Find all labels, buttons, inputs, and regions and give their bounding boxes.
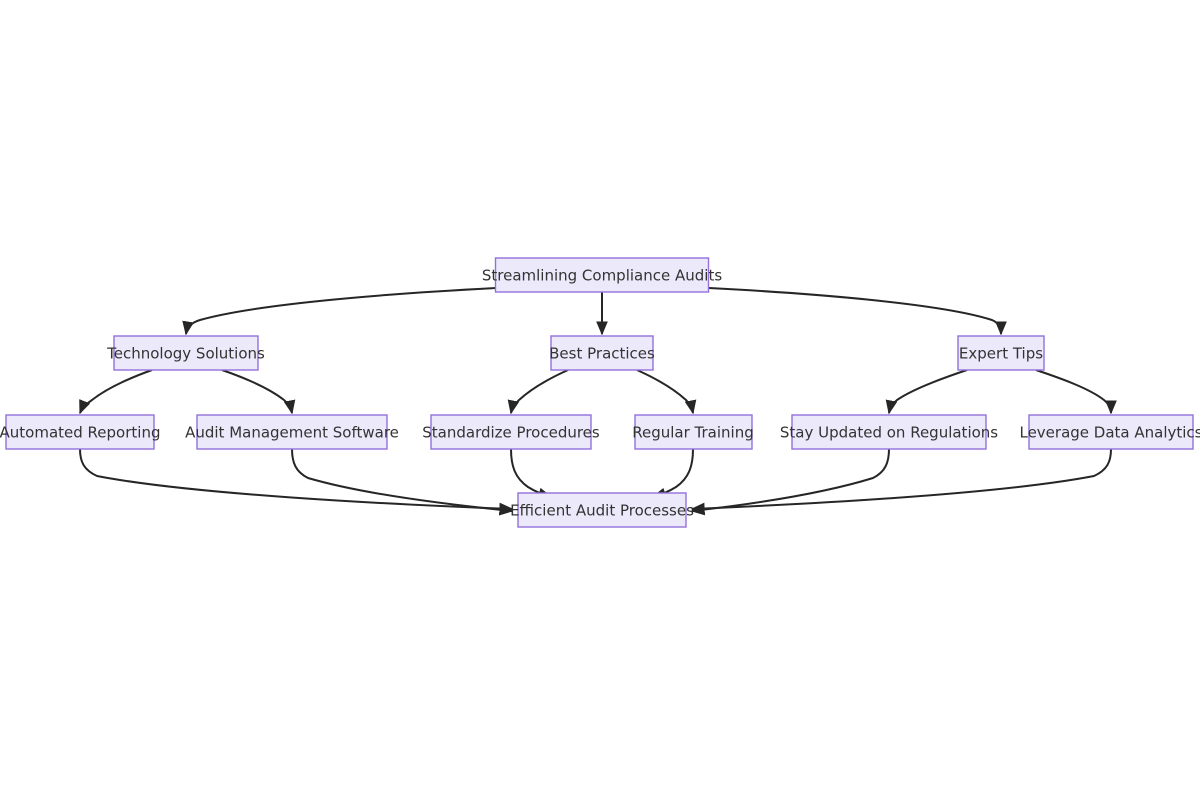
edge-audit-management-software-to-efficient-audit-processes [291,448,514,516]
edge-leverage-data-analytics-to-efficient-audit-processes [690,448,1112,515]
node-box-regular-training[interactable] [634,414,753,450]
node-stay-updated-on-regulations[interactable]: Stay Updated on Regulations [780,414,998,450]
node-label-audit-management-software: Audit Management Software [185,424,399,442]
node-label-automated-reporting: Automated Reporting [0,424,160,442]
edge-best-practices-to-standardize-procedures [507,369,569,415]
node-layer: Streamlining Compliance Audits Technolog… [0,257,1200,528]
edge-best-practices-to-regular-training [636,369,697,415]
node-automated-reporting[interactable]: Automated Reporting [0,414,160,450]
node-label-standardize-procedures: Standardize Procedures [422,424,600,442]
node-label-stay-updated-on-regulations: Stay Updated on Regulations [780,424,998,442]
node-box-automated-reporting[interactable] [5,414,155,450]
edge-standardize-procedures-to-efficient-audit-processes [510,448,553,500]
node-box-stay-updated-on-regulations[interactable] [791,414,987,450]
edge-root-to-technology-solutions [182,287,497,336]
node-label-efficient-audit-processes: Efficient Audit Processes [510,502,694,520]
node-regular-training[interactable]: Regular Training [632,414,754,450]
edge-expert-tips-to-leverage-data-analytics [1035,369,1117,415]
edge-regular-training-to-efficient-audit-processes [651,448,694,500]
node-audit-management-software[interactable]: Audit Management Software [185,414,399,450]
edge-layer [79,287,1117,516]
node-best-practices[interactable]: Best Practices [549,335,655,371]
node-box-audit-management-software[interactable] [196,414,388,450]
node-label-regular-training: Regular Training [632,424,754,442]
node-technology-solutions[interactable]: Technology Solutions [106,335,265,371]
node-standardize-procedures[interactable]: Standardize Procedures [422,414,600,450]
node-box-streamlining-compliance-audits[interactable] [494,257,710,293]
edge-technology-solutions-to-automated-reporting [79,369,153,415]
node-label-streamlining-compliance-audits: Streamlining Compliance Audits [482,267,722,285]
edge-expert-tips-to-stay-updated-on-regulations [885,369,968,415]
node-box-leverage-data-analytics[interactable] [1028,414,1194,450]
node-label-expert-tips: Expert Tips [959,345,1043,363]
node-label-technology-solutions: Technology Solutions [106,345,265,363]
node-label-best-practices: Best Practices [549,345,655,363]
node-box-technology-solutions[interactable] [113,335,259,371]
edge-stay-updated-on-regulations-to-efficient-audit-processes [690,448,890,516]
node-efficient-audit-processes[interactable]: Efficient Audit Processes [510,492,694,528]
node-expert-tips[interactable]: Expert Tips [957,335,1045,371]
node-box-efficient-audit-processes[interactable] [517,492,687,528]
node-streamlining-compliance-audits[interactable]: Streamlining Compliance Audits [482,257,722,293]
edge-automated-reporting-to-efficient-audit-processes [79,448,514,515]
edge-root-to-expert-tips [708,287,1007,336]
node-box-standardize-procedures[interactable] [430,414,592,450]
node-box-expert-tips[interactable] [957,335,1045,371]
edge-technology-solutions-to-audit-management-software [221,369,296,415]
node-box-best-practices[interactable] [550,335,654,371]
node-label-leverage-data-analytics: Leverage Data Analytics [1019,424,1200,442]
node-leverage-data-analytics[interactable]: Leverage Data Analytics [1019,414,1200,450]
